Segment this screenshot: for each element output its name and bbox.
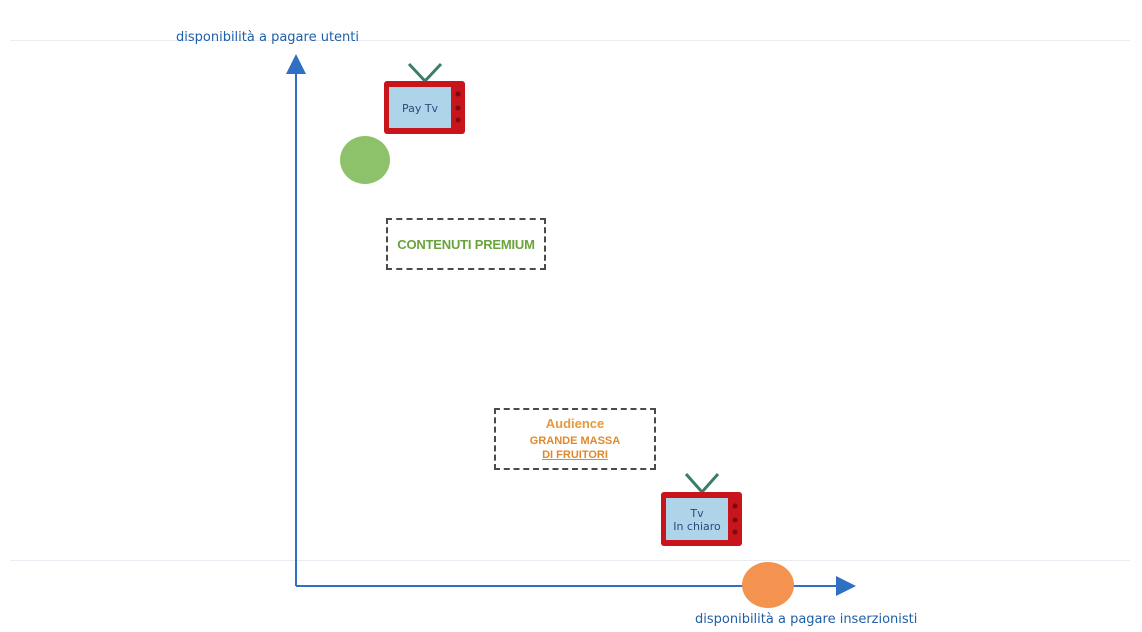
pay-tv-label: Pay Tv bbox=[402, 102, 439, 115]
premium-content-box: CONTENUTI PREMIUM bbox=[386, 218, 546, 270]
x-axis-label: disponibilità a pagare inserzionisti bbox=[695, 612, 918, 627]
audience-line1: GRANDE MASSA bbox=[529, 435, 621, 447]
audience-line2: DI FRUITORI bbox=[542, 449, 608, 461]
free-tv-label-line2: In chiaro bbox=[673, 520, 721, 533]
pay-tv-icon: Pay Tv bbox=[384, 62, 465, 134]
free-tv-icon: Tv In chiaro bbox=[661, 473, 742, 546]
audience-box: Audience GRANDE MASSA DI FRUITORI bbox=[494, 408, 656, 470]
background-rule-bottom bbox=[10, 560, 1130, 561]
green-circle-marker bbox=[340, 136, 390, 184]
audience-title: Audience bbox=[545, 416, 605, 431]
y-axis-label: disponibilità a pagare utenti bbox=[176, 30, 359, 45]
free-tv-label-line1: Tv bbox=[689, 507, 704, 520]
background-rule-top bbox=[10, 40, 1130, 41]
orange-circle-marker bbox=[742, 562, 794, 608]
premium-content-text: CONTENUTI PREMIUM bbox=[397, 236, 535, 252]
